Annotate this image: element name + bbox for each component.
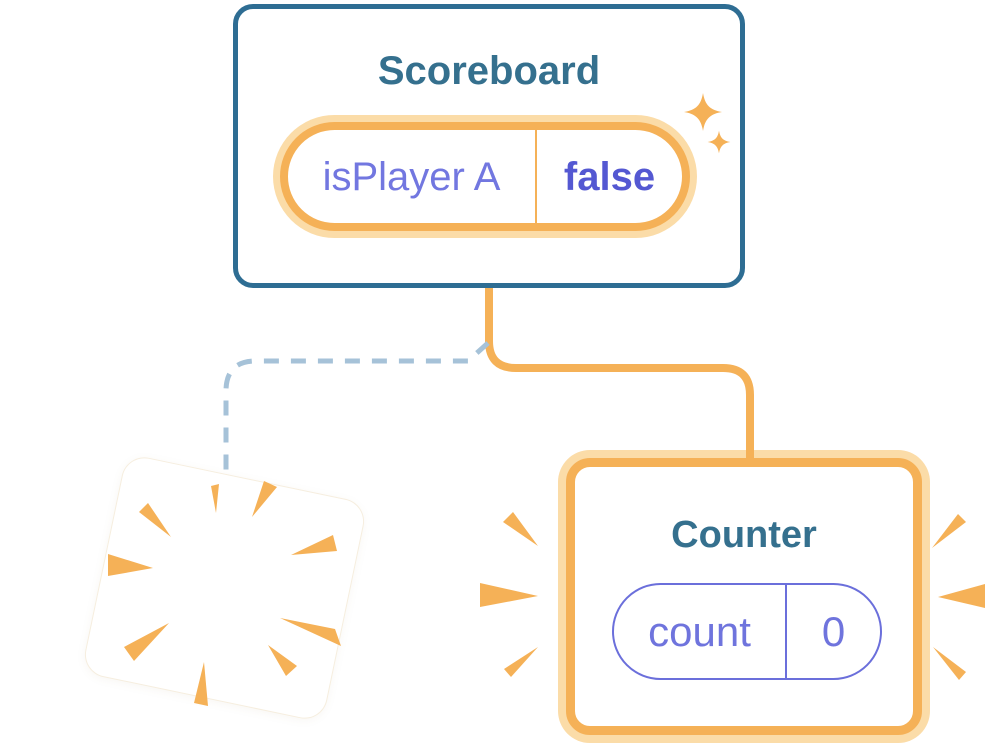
destroyed-component-card	[81, 454, 368, 722]
state-value: 0	[821, 607, 846, 655]
scoreboard-component-card: Scoreboard isPlayer A false	[233, 4, 745, 288]
parent-to-destroyed-dashed-connector-line	[223, 341, 490, 470]
scoreboard-state-pill: isPlayer A false	[280, 122, 690, 231]
counter-title: Counter	[671, 514, 817, 556]
scoreboard-title: Scoreboard	[377, 49, 601, 93]
pill-divider	[535, 130, 537, 223]
state-value: false	[563, 154, 656, 199]
counter-state-pill: count 0	[612, 583, 882, 680]
counter-component-card: Counter count 0	[566, 458, 922, 735]
parent-to-counter-connector-line	[485, 288, 754, 459]
state-label: isPlayer A	[322, 154, 501, 199]
state-label: count	[648, 607, 751, 655]
pill-divider	[785, 585, 787, 678]
